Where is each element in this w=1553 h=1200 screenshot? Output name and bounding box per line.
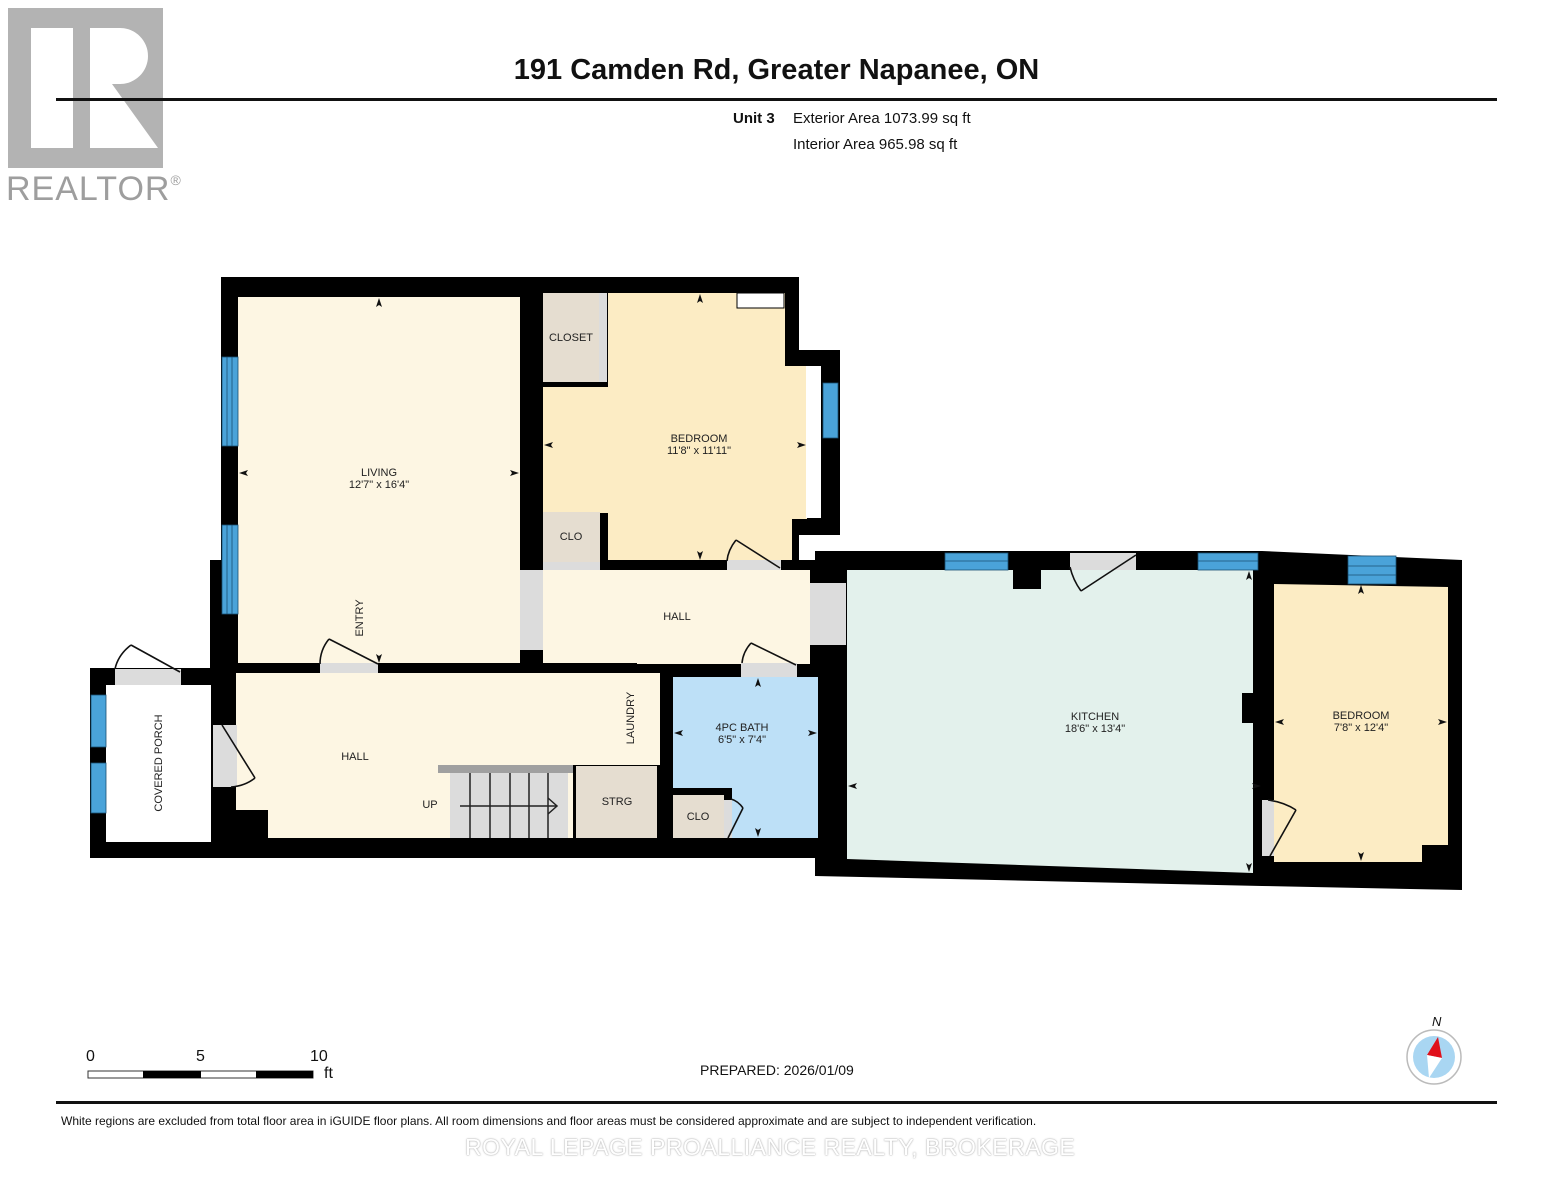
windows (90, 356, 1397, 814)
stairs (438, 765, 573, 838)
realtor-r-icon (31, 28, 158, 148)
scale-tick-10: 10 (310, 1048, 328, 1065)
scale-unit: ft (324, 1065, 333, 1082)
scale-tick-0: 0 (86, 1048, 95, 1065)
prepared-date: PREPARED: 2026/01/09 (700, 1062, 854, 1078)
exterior-area: Exterior Area 1073.99 sq ft (793, 110, 971, 127)
unit-label: Unit 3 (733, 110, 775, 127)
room-label-hall-lower: HALL (341, 751, 369, 763)
room-kitchen (847, 570, 1253, 873)
compass-icon (1406, 1029, 1462, 1085)
room-clo-2 (673, 795, 724, 838)
dimension-arrows (239, 294, 1447, 872)
room-label-laundry: LAUNDRY (625, 691, 637, 745)
scale-tick-5: 5 (196, 1048, 205, 1065)
realtor-logo-mark (8, 8, 163, 168)
room-label-covered-porch: COVERED PORCH (153, 714, 165, 812)
disclaimer-text: White regions are excluded from total fl… (61, 1114, 1037, 1128)
room-strg (576, 766, 657, 838)
stairs-up-label: UP (422, 799, 438, 811)
room-covered-porch (106, 685, 211, 842)
room-label-clo-2: CLO (686, 811, 710, 823)
interior-area: Interior Area 965.98 sq ft (793, 136, 958, 153)
room-label-closet: CLOSET (548, 332, 594, 344)
brokerage-watermark: ROYAL LEPAGE PROALLIANCE REALTY, BROKERA… (465, 1134, 1076, 1160)
room-label-entry: ENTRY (354, 599, 366, 637)
page-title: 191 Camden Rd, Greater Napanee, ON (513, 54, 1040, 86)
room-bath (673, 677, 818, 838)
room-label-clo-1: CLO (559, 531, 583, 543)
compass-north-label: N (1432, 1014, 1442, 1029)
door-swings (114, 539, 1297, 857)
room-bedroom-2 (1274, 584, 1448, 862)
room-label-hall-upper: HALL (663, 611, 691, 623)
room-label-strg: STRG (601, 796, 633, 808)
room-clo-1 (543, 512, 600, 562)
room-closet (543, 293, 599, 382)
scale-bar (87, 1070, 314, 1079)
realtor-logo-text: REALTOR® (6, 170, 182, 208)
room-bedroom-1 (543, 293, 807, 560)
room-hall-upper (543, 570, 810, 663)
room-living (238, 297, 520, 663)
header-divider (56, 98, 1497, 101)
